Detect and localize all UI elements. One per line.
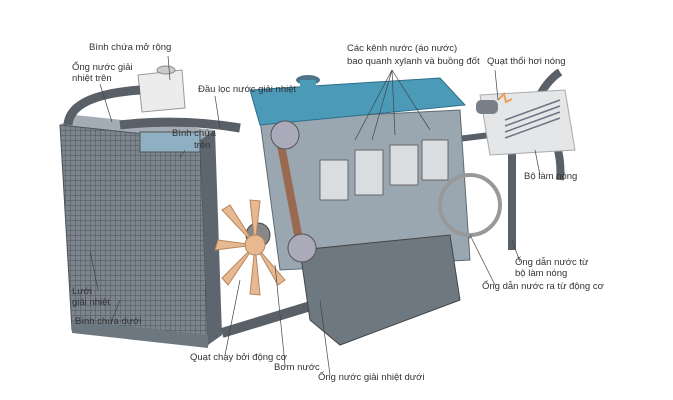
label-heater-fan: Quạt thổi hơi nóng [487,56,566,67]
label-radiator-core-1: Lưới [72,286,92,297]
label-engine-fan: Quạt chạy bởi động cơ [190,352,287,363]
label-upper-tank-2: trên [194,140,211,151]
label-lower-hose: Ống nước giải nhiệt dưới [318,372,425,383]
expansion-tank [137,65,186,113]
label-heater-core: Bộ làm nóng [524,171,578,182]
leader-lines [89,55,541,376]
engine-fan [214,199,286,296]
label-water-jacket-2: bao quanh xylanh và buồng đốt [347,56,480,67]
radiator [59,115,222,348]
engine-block [249,75,502,346]
label-thermostat: Đầu lọc nước giải nhiệt [198,84,297,95]
heater-core [476,89,576,156]
label-heater-return-1: Ống dẫn nước từ [515,257,589,268]
label-heater-supply: Ống dẫn nước ra từ động cơ [482,281,604,292]
label-water-jacket-1: Các kênh nước (áo nước) [347,43,458,54]
label-lower-tank: Bình chứa dưới [75,316,142,327]
label-heater-return-2: bộ làm nóng [515,268,568,279]
label-radiator-core-2: giải nhiệt [72,297,111,308]
label-upper-hose-2: nhiệt trên [72,73,112,84]
label-water-pump: Bơm nước [274,362,320,373]
label-upper-tank-1: Bình chứa [172,128,216,139]
label-upper-hose-1: Ống nước giải [72,62,133,73]
label-expansion-tank: Bình chứa mở rộng [89,42,172,53]
